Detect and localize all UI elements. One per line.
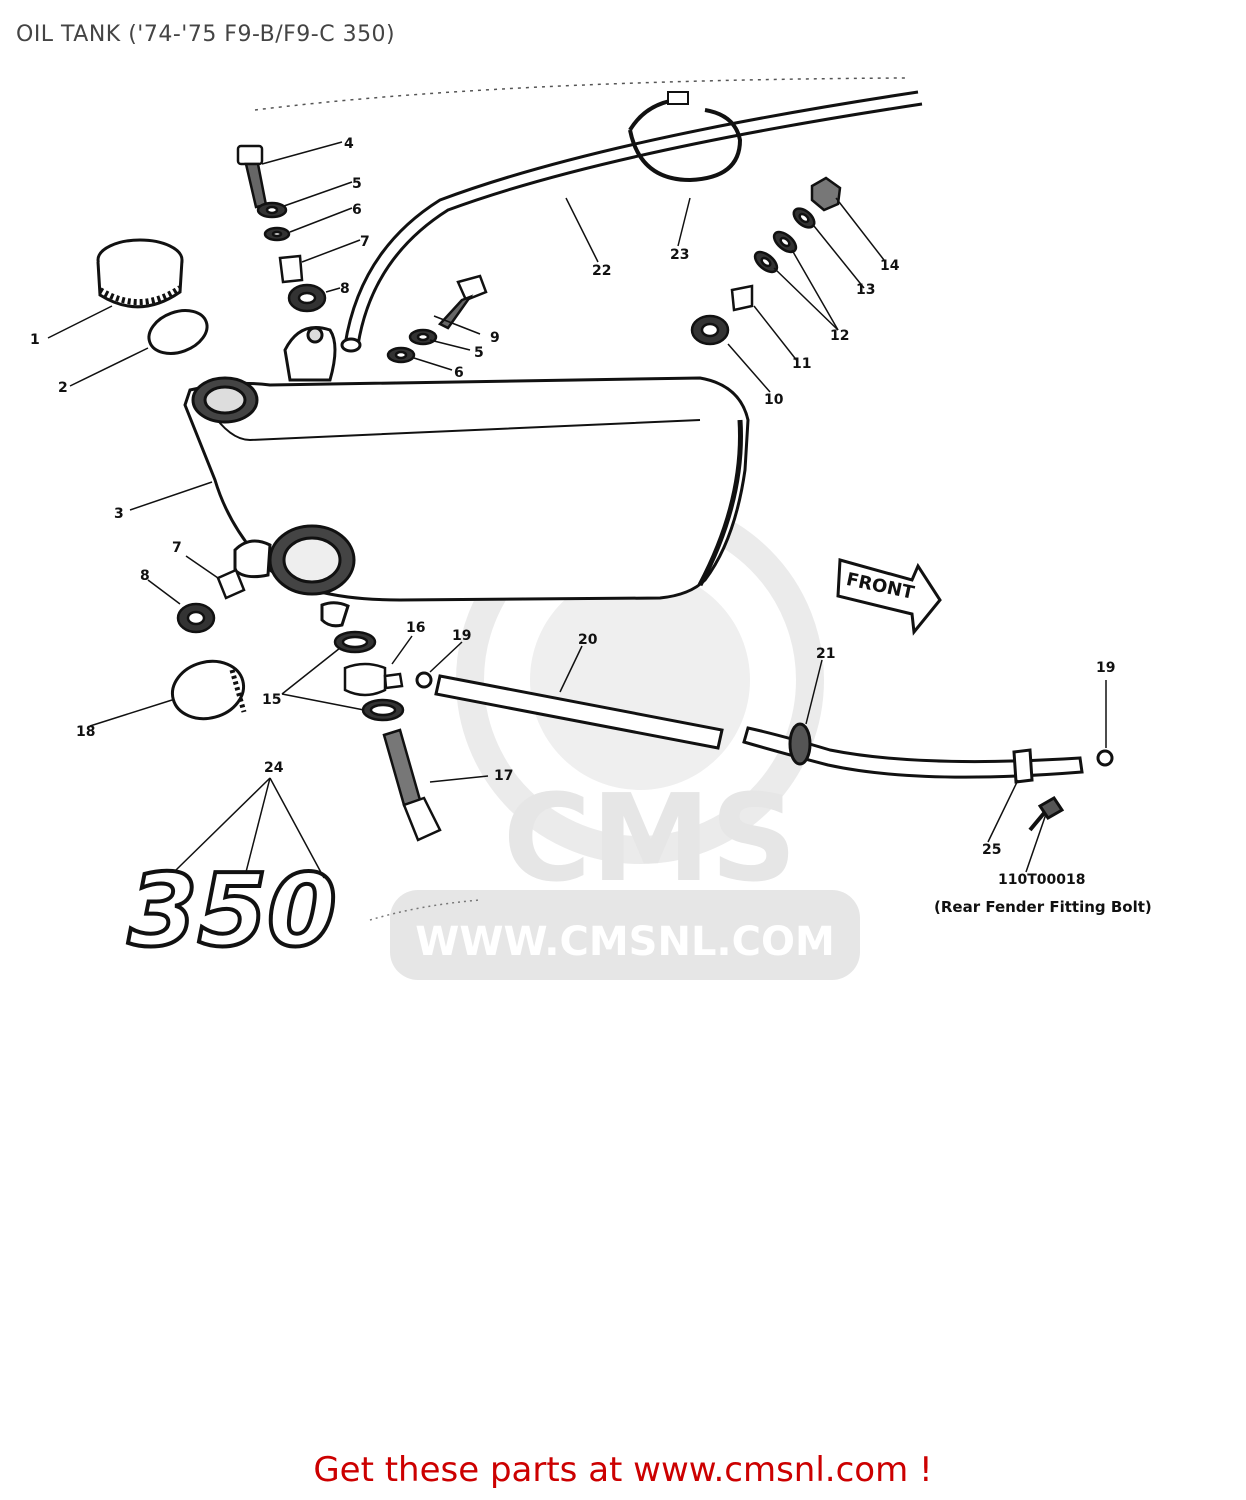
- callout-5: 5: [352, 176, 362, 192]
- callout-9: 9: [490, 330, 500, 346]
- callout-5b: 5: [474, 345, 484, 361]
- callout-13: 13: [856, 282, 875, 298]
- callout-21: 21: [816, 646, 835, 662]
- callout-16: 16: [406, 620, 425, 636]
- callout-6: 6: [352, 202, 362, 218]
- front-direction-arrow: FRONT: [836, 558, 942, 636]
- watermark-brand: CMS: [503, 770, 797, 909]
- callout-6b: 6: [454, 365, 464, 381]
- callout-22: 22: [592, 263, 611, 279]
- callout-25: 25: [982, 842, 1001, 858]
- get-parts-link[interactable]: Get these parts at www.cmsnl.com !: [313, 1450, 933, 1490]
- emblem-text: 350: [128, 852, 337, 969]
- callout-4: 4: [344, 136, 354, 152]
- callout-7: 7: [360, 234, 370, 250]
- page-title: OIL TANK ('74-'75 F9-B/F9-C 350): [16, 22, 396, 47]
- callout-19a: 19: [452, 628, 471, 644]
- callout-1: 1: [30, 332, 40, 348]
- callout-24: 24: [264, 760, 284, 776]
- mounting-stack-right: [690, 176, 842, 346]
- filler-cap-o-ring: [147, 309, 209, 355]
- hose-clamp-band: [628, 91, 743, 183]
- callout-12: 12: [830, 328, 849, 344]
- callout-18: 18: [76, 724, 95, 740]
- callout-3: 3: [114, 506, 124, 522]
- breather-hose: [340, 90, 923, 353]
- leader-lines: [47, 141, 1107, 879]
- callout-8b: 8: [140, 568, 150, 584]
- bolt-note: (Rear Fender Fitting Bolt): [934, 898, 1152, 916]
- callout-14: 14: [880, 258, 900, 274]
- watermark-site: WWW.CMSNL.COM: [415, 919, 835, 965]
- oil-feed-hose: [415, 671, 724, 750]
- drain-plug-cover: [170, 659, 247, 721]
- frame-outline: [254, 77, 906, 111]
- callout-19b: 19: [1096, 660, 1115, 676]
- filler-cap: [96, 238, 184, 309]
- banjo-fitting-assembly: [333, 630, 442, 842]
- callout-8: 8: [340, 281, 350, 297]
- 350-emblem: 350: [126, 850, 481, 971]
- callout-10: 10: [764, 392, 784, 408]
- callout-17: 17: [494, 768, 513, 784]
- lower-mounting-grommets: [176, 568, 246, 634]
- callout-2: 2: [58, 380, 68, 396]
- oil-hose-rear: [742, 722, 1114, 832]
- oil-tank-body: [183, 326, 750, 628]
- cms-watermark: CMS WWW.CMSNL.COM: [390, 496, 860, 980]
- callout-15: 15: [262, 692, 281, 708]
- callout-labels: 1 2 3 4 5 6 7 8 9 5 6 10 11 12 13 14 22 …: [30, 136, 1152, 916]
- mounting-bolt-stack-top: [236, 144, 327, 313]
- callout-23: 23: [670, 247, 689, 263]
- bolt-part-number: 110T00018: [998, 872, 1085, 888]
- callout-11: 11: [792, 356, 811, 372]
- mounting-bolt-stack-middle: [386, 274, 488, 364]
- callout-7b: 7: [172, 540, 182, 556]
- callout-20: 20: [578, 632, 598, 648]
